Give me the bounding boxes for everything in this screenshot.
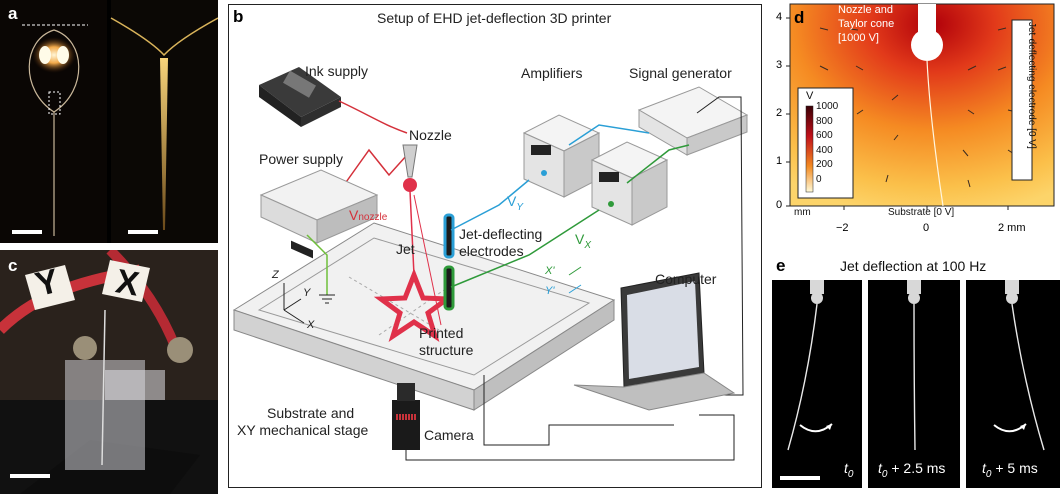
label-v-nozzle: Vnozzle xyxy=(349,207,388,223)
frame-label-3: t0 + 5 ms xyxy=(982,460,1038,480)
label-jet-deflecting-2: electrodes xyxy=(459,243,524,259)
nozzle-text-2: Taylor cone xyxy=(838,18,895,30)
signal-generator-box xyxy=(637,86,749,156)
label-power-supply: Power supply xyxy=(259,151,344,167)
axis-z: Z xyxy=(272,269,279,281)
x-tick-0: 0 xyxy=(923,222,930,234)
panel-c-photo xyxy=(0,250,218,494)
frame-label-1: t0 xyxy=(844,460,854,480)
label-jet-deflecting-1: Jet-deflecting xyxy=(459,226,543,242)
nozzle-text-1: Nozzle and xyxy=(838,4,894,16)
colorbar-ticks: 1000 800 600 400 200 0 xyxy=(816,101,839,185)
label-camera: Camera xyxy=(424,427,474,443)
panel-e-frames xyxy=(772,280,1060,488)
panel-a-photos xyxy=(0,0,218,243)
label-jet: Jet xyxy=(396,241,415,257)
label-computer: Computer xyxy=(655,271,717,287)
panel-c-label: c xyxy=(8,256,18,275)
label-ink-supply: Ink supply xyxy=(305,63,369,79)
label-signal-generator: Signal generator xyxy=(629,65,732,81)
panel-b-schematic xyxy=(232,67,749,461)
unit-mm-label: mm xyxy=(794,207,811,218)
electrode-x xyxy=(443,265,455,311)
axis-y: Y xyxy=(303,287,311,299)
panel-a-scale-bar-right xyxy=(128,230,158,234)
substrate-label: Substrate [0 V] xyxy=(888,207,955,218)
y-tick-0: 0 xyxy=(776,199,783,211)
axis-x-prime: X' xyxy=(545,265,555,277)
label-printed-1: Printed xyxy=(419,325,464,341)
stage-side-right xyxy=(473,299,615,411)
electrode-y xyxy=(443,213,455,259)
panel-e: e Jet deflection at 100 Hz t0 t0 + 2.5 m… xyxy=(768,250,1064,494)
panel-c: c Y X xyxy=(0,250,218,494)
axis-x: X xyxy=(307,319,315,331)
axis-y-prime: Y' xyxy=(545,285,555,297)
amplifier-x xyxy=(590,141,669,226)
frame-label-2: t0 + 2.5 ms xyxy=(878,460,946,480)
camera xyxy=(392,383,420,450)
x-tick-neg2: −2 xyxy=(836,222,849,234)
nozzle-text-3: [1000 V] xyxy=(838,32,879,44)
y-tick-1: 1 xyxy=(776,155,783,167)
ink-supply-pump xyxy=(259,67,341,127)
panel-a: a xyxy=(0,0,218,243)
panel-d-field-plot xyxy=(786,3,1055,210)
label-vx: VX xyxy=(575,231,592,251)
y-tick-3: 3 xyxy=(776,59,783,71)
electrode-label: Jet-deflecting electrode [0 V] xyxy=(1026,22,1037,149)
label-nozzle: Nozzle xyxy=(409,127,452,143)
label-substrate-1: Substrate and xyxy=(267,405,355,421)
laptop xyxy=(573,272,736,411)
amplifier-y xyxy=(522,114,601,198)
label-printed-2: structure xyxy=(419,342,474,358)
panel-d: d Nozzle and Taylor cone [1000 V] Jet-de… xyxy=(768,0,1064,243)
y-tick-2: 2 xyxy=(776,107,783,119)
panel-a-label: a xyxy=(8,4,18,23)
panel-a-scale-bar-left xyxy=(12,230,42,234)
colorbar-title: V xyxy=(806,90,814,102)
panel-b: b Setup of EHD jet-deflection 3D printer… xyxy=(228,4,762,488)
printed-star xyxy=(373,268,455,342)
y-tick-4: 4 xyxy=(776,11,783,23)
panel-b-title: Setup of EHD jet-deflection 3D printer xyxy=(377,10,612,26)
panel-e-title: Jet deflection at 100 Hz xyxy=(840,258,987,274)
panel-b-label: b xyxy=(233,7,244,26)
label-amplifiers: Amplifiers xyxy=(521,65,583,81)
x-tick-2mm: 2 mm xyxy=(998,222,1026,234)
power-supply-box xyxy=(259,169,379,259)
panel-c-scale-bar xyxy=(10,474,50,478)
panel-d-label: d xyxy=(794,8,805,27)
label-substrate-2: XY mechanical stage xyxy=(237,422,369,438)
panel-e-label: e xyxy=(776,256,786,275)
label-vy: VY xyxy=(507,193,524,213)
